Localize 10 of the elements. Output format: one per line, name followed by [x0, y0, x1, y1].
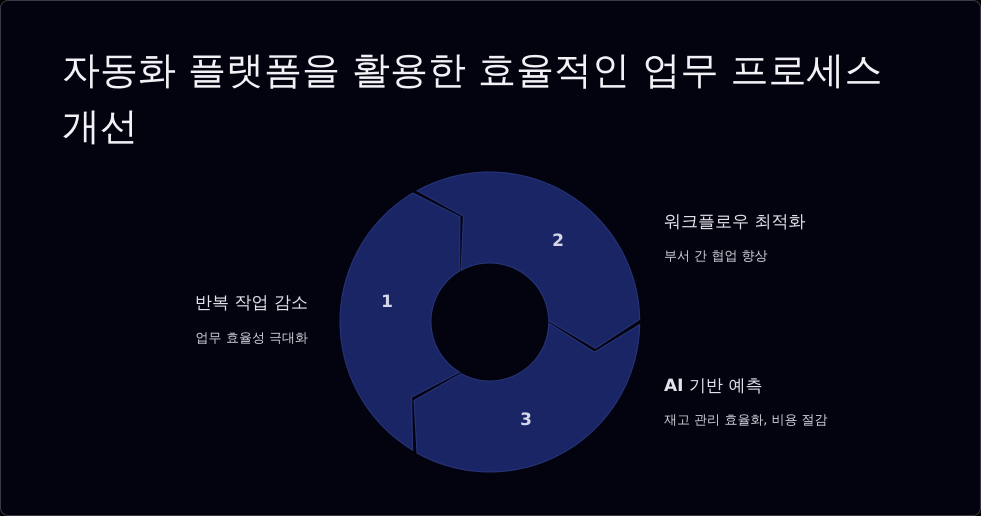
step-number: 3: [520, 410, 532, 430]
step-heading: 워크플로우 최적화: [664, 211, 806, 233]
title: 자동화 플랫폼을 활용한 효율적인 업무 프로세스 개선: [62, 47, 884, 150]
step-heading: AI 기반 예측: [664, 375, 762, 397]
step-description: 업무 효율성 극대화: [196, 330, 308, 347]
step-heading: 반복 작업 감소: [195, 292, 308, 314]
step-description: 부서 간 협업 향상: [664, 248, 768, 265]
step-number: 2: [552, 230, 564, 251]
step-number: 1: [381, 292, 393, 312]
step-description: 재고 관리 효율화, 비용 절감: [664, 412, 828, 429]
